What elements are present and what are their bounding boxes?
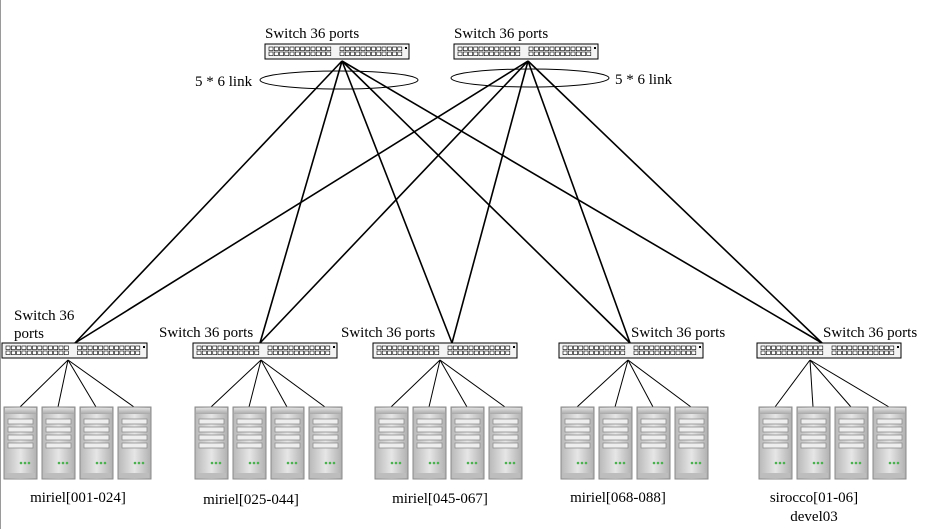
server-link (774, 359, 811, 408)
core-switch-label: Switch 36 ports (265, 26, 359, 42)
server-icon (560, 406, 595, 480)
server-link (260, 359, 288, 408)
server-link (67, 359, 135, 408)
edge-switch (756, 342, 902, 359)
switch-led (513, 346, 515, 348)
link-count-label: 5 * 6 link (615, 72, 673, 88)
switch-chassis (558, 342, 704, 359)
edge-switch-label-line2: ports (14, 326, 44, 342)
edge-switch (372, 342, 518, 359)
uplink-line (259, 60, 529, 344)
link-bundle-ellipse (259, 70, 419, 90)
switch-chassis (1, 342, 148, 359)
server-icon (834, 406, 869, 480)
edge-switches (1, 342, 902, 359)
uplink-line (74, 60, 529, 344)
switch-chassis (264, 43, 410, 60)
server-icon (872, 406, 907, 480)
link-bundle-ellipse (450, 68, 610, 88)
server-link (67, 359, 97, 408)
core-switch-label: Switch 36 ports (454, 26, 548, 42)
switch-led (699, 346, 701, 348)
uplink-line (527, 60, 631, 344)
uplink-line (451, 60, 529, 344)
server-icon (374, 406, 409, 480)
switch-led (143, 346, 145, 348)
server-icon (674, 406, 709, 480)
server-icon (488, 406, 523, 480)
server-link (390, 359, 441, 408)
server-icon (636, 406, 671, 480)
server-group-label-line2: devel03 (790, 509, 837, 525)
server-racks (3, 406, 907, 480)
server-link (57, 359, 69, 408)
server-icon (232, 406, 267, 480)
edge-switch (558, 342, 704, 359)
switch-chassis (372, 342, 518, 359)
server-link (248, 359, 262, 408)
server-link (260, 359, 326, 408)
server-icon (41, 406, 76, 480)
server-icon (270, 406, 305, 480)
server-icon (117, 406, 152, 480)
server-group-label: sirocco[01-06] (770, 490, 858, 506)
server-link (627, 359, 654, 408)
server-icon (450, 406, 485, 480)
server-icon (194, 406, 229, 480)
uplink-line (341, 60, 631, 344)
server-icon (796, 406, 831, 480)
left-border (0, 0, 1, 529)
server-icon (412, 406, 447, 480)
switch-led (594, 47, 596, 49)
server-link (439, 359, 468, 408)
uplink-lines (19, 60, 890, 408)
server-icon (308, 406, 343, 480)
server-link (809, 359, 852, 408)
uplink-line (341, 60, 823, 344)
server-group-label: miriel[068-088] (570, 490, 666, 506)
core-switch (453, 43, 599, 60)
switch-led (897, 346, 899, 348)
switch-chassis (756, 342, 902, 359)
edge-switch-label: Switch 36 (14, 308, 75, 324)
edge-switch (1, 342, 148, 359)
server-link (614, 359, 629, 408)
server-link (19, 359, 69, 408)
core-switches (264, 43, 599, 60)
server-link (576, 359, 629, 408)
link-count-label: 5 * 6 link (195, 74, 253, 90)
server-icon (598, 406, 633, 480)
link-bundles (259, 68, 610, 90)
edge-switch-label: Switch 36 ports (823, 325, 917, 341)
server-icon (758, 406, 793, 480)
server-link (627, 359, 692, 408)
uplink-line (341, 60, 453, 344)
server-group-label: miriel[025-044] (203, 492, 299, 508)
switch-chassis (192, 342, 338, 359)
edge-switch (192, 342, 338, 359)
edge-switch-label: Switch 36 ports (341, 325, 435, 341)
server-link (428, 359, 441, 408)
server-link (809, 359, 890, 408)
server-link (439, 359, 506, 408)
server-link (210, 359, 262, 408)
edge-switch-label: Switch 36 ports (631, 325, 725, 341)
server-group-label: miriel[045-067] (392, 491, 488, 507)
server-link (809, 359, 814, 408)
server-icon (79, 406, 114, 480)
uplink-line (527, 60, 823, 344)
uplink-line (74, 60, 343, 344)
edge-switch-label: Switch 36 ports (159, 325, 253, 341)
core-switch (264, 43, 410, 60)
server-icon (3, 406, 38, 480)
switch-led (333, 346, 335, 348)
switch-chassis (453, 43, 599, 60)
server-group-label: miriel[001-024] (30, 490, 126, 506)
switch-led (405, 47, 407, 49)
